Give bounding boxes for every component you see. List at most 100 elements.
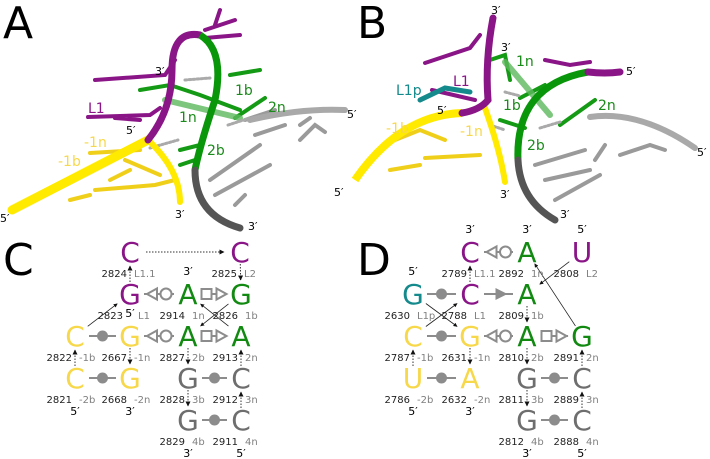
open-triangle-icon (215, 328, 229, 344)
nucleotide-base: U (403, 362, 424, 395)
nucleotide-number: 2787 (385, 353, 410, 364)
edge-filled-circle (427, 372, 456, 384)
nucleotide-number: 2786 (385, 395, 410, 406)
nucleotide-number: 2889 (554, 395, 579, 406)
label-minus-1n: -1n (84, 135, 107, 151)
edge-filled-circle (427, 288, 456, 300)
nucleotide-position-label: L1p (417, 311, 435, 322)
filled-circle-icon (436, 372, 447, 384)
strand-end-label: 3′ (125, 405, 135, 418)
strand-end-label: 5′ (408, 405, 418, 418)
nucleotide-position-label: 3b (531, 395, 544, 406)
nucleotide-base: G (516, 404, 538, 437)
strand-gray-b (587, 112, 698, 151)
label-1n: 1n (516, 54, 534, 70)
strand-end-label: 3′ (183, 265, 193, 278)
nucleotide-number: 2823 (98, 311, 123, 322)
label-minus-1b: -1b (58, 154, 81, 170)
nucleotide-position-label: 1b (531, 311, 544, 322)
edge-filled-circle (202, 372, 227, 384)
edge-open-circle-triangle (484, 328, 513, 344)
nucleotide-number: 2913 (213, 353, 238, 364)
nucleotide-position-label: 4b (531, 437, 544, 448)
label-5prime: 5′ (626, 65, 636, 78)
filled-circle-icon (549, 372, 560, 384)
label-l1: L1 (88, 101, 105, 117)
nucleotide-position-label: 2b (192, 353, 205, 364)
nucleotide-position-label: L1.1 (134, 269, 155, 280)
nucleotide-base: G (230, 278, 252, 311)
nucleotide-position-label: -1n (474, 353, 490, 364)
open-circle-icon (159, 329, 173, 343)
strand-purple-b (458, 14, 497, 117)
edge-filled-circle (541, 414, 568, 426)
nucleotide-number: 2825 (212, 269, 237, 280)
edge-filled-circle (89, 372, 116, 384)
open-circle-icon (499, 245, 512, 259)
nucleotide-base: G (119, 320, 141, 353)
strand-yellow-2-b (482, 105, 508, 185)
nucleotide-position-label: 1n (192, 311, 205, 322)
nucleotide-number: 2788 (442, 311, 467, 322)
label-2b: 2b (527, 138, 545, 154)
nucleotide-number: 2912 (213, 395, 238, 406)
strand-end-label: 5′ (70, 405, 80, 418)
nucleotide-base: A (517, 278, 536, 311)
edge-stack (534, 263, 576, 327)
open-triangle-icon (484, 328, 498, 344)
nucleotide-base: C (403, 320, 423, 353)
strand-purple-a (144, 30, 204, 144)
strand-end-label: 5′ (577, 447, 587, 459)
open-triangle-icon (555, 328, 569, 344)
edge-stack (200, 303, 229, 327)
nucleotide-base: A (178, 320, 197, 353)
nucleotide-base: A (460, 362, 479, 395)
strand-end-label: 5′ (577, 223, 587, 236)
label-1b: 1b (503, 98, 521, 114)
strand-green-a (191, 32, 222, 171)
filled-circle-icon (97, 372, 108, 384)
open-triangle-icon (484, 244, 498, 260)
strand-purple-2-b (584, 68, 624, 77)
label-5prime: 5′ (126, 124, 136, 137)
strand-end-label: 5′ (236, 447, 246, 459)
nucleotide-number: 2891 (554, 353, 579, 364)
nucleotide-position-label: -1b (417, 353, 433, 364)
label-5prime: 5′ (437, 104, 447, 117)
filled-circle-icon (97, 330, 108, 342)
edge-filled-circle (89, 330, 116, 342)
nucleotide-number: 2827 (160, 353, 185, 364)
edge-square-triangle (200, 328, 229, 344)
label-2b: 2b (207, 143, 225, 159)
strand-end-label: 3′ (465, 405, 475, 418)
structure-b: 3′ 3′ 1n 5′ L1 L1p 5′ 1b 2n -1b -1n 2b 5… (334, 4, 707, 224)
nucleotide-position-label: 3n (586, 395, 599, 406)
nucleotide-number: 2809 (499, 311, 524, 322)
nucleotide-position-label: 4b (192, 437, 205, 448)
label-minus-1n: -1n (460, 124, 483, 140)
nucleotide-position-label: 1n (531, 269, 544, 280)
nucleotide-position-label: -1b (79, 353, 95, 364)
stacking-arrow (425, 303, 458, 327)
nucleotide-number: 2829 (160, 437, 185, 448)
strand-end-label: 3′ (522, 447, 532, 459)
edge-filled-circle (427, 330, 456, 342)
nucleotide-number: 2821 (47, 395, 72, 406)
nucleotide-position-label: 2n (586, 353, 599, 364)
label-3prime: 3′ (155, 65, 165, 78)
stacking-arrow (200, 303, 229, 327)
open-circle-icon (159, 287, 173, 301)
